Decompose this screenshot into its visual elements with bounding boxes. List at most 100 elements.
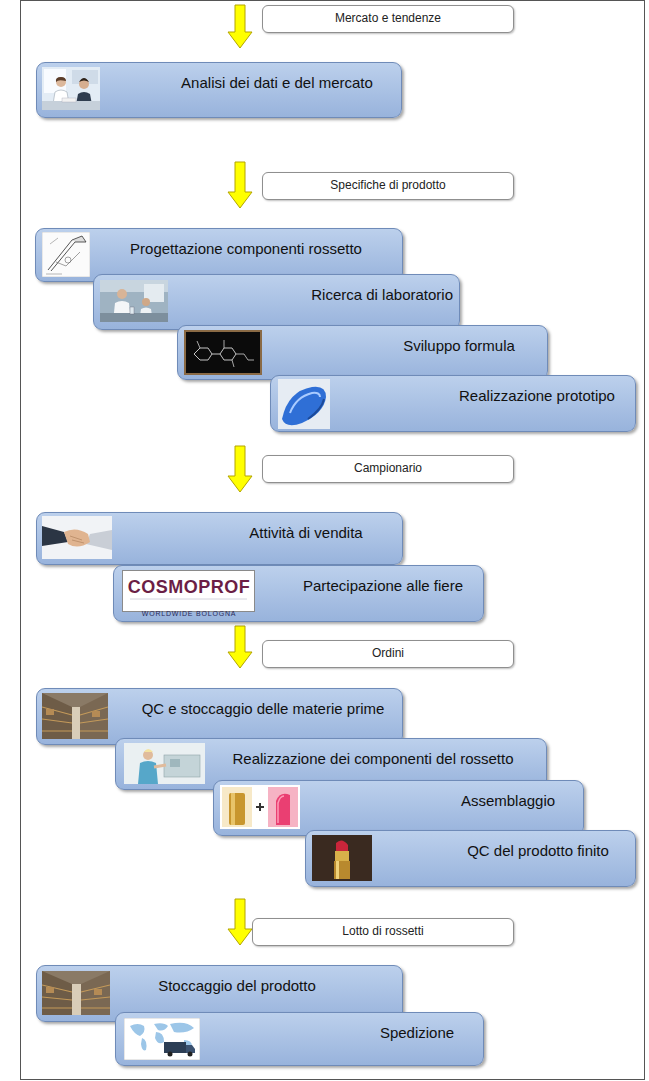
text-holder: Ricerca di laboratorio [311,286,453,304]
process-box: QC del prodotto finito [305,830,636,887]
photo-sketch [42,232,90,277]
process-label: Realizzazione dei componenti del rossett… [233,750,514,767]
logo-text: WORLDWIDE BOLOGNA [142,610,237,618]
illustration-part [222,787,252,827]
illustration-part [72,984,81,1015]
process-box: QC e stoccaggio delle materie prime [36,688,403,745]
flow-arrow [228,162,252,208]
illustration-part [142,298,150,306]
illustration-part [56,77,66,87]
process-label: Sviluppo formula [403,337,515,354]
illustration-part [86,530,112,550]
text-holder: Realizzazione dei componenti del rossett… [233,750,514,768]
logo-text: COSMOPROF [128,577,251,598]
illustration-part [164,755,200,777]
process-label: QC del prodotto finito [467,842,609,859]
illustration-part [117,289,127,299]
process-label: Attività di vendita [249,524,362,541]
illustration-part [80,693,108,739]
photo-warehouse [42,693,108,739]
illustration-part [268,787,298,827]
illustration-part [170,759,180,767]
illustration-part [138,761,158,784]
illustration-part [312,835,372,881]
illustration-part [122,570,254,611]
flow-arrow [228,5,252,48]
process-label: Spedizione [380,1024,454,1041]
process-box: Spedizione [115,1012,484,1066]
process-box: Sviluppo formula [177,325,548,380]
illustration-part [46,238,62,274]
illustration-part [130,598,247,599]
process-box: Attività di vendita [36,512,403,565]
illustration-part [46,709,54,715]
illustration-part [130,307,134,314]
photo-warehouse [42,971,110,1015]
illustration-part [231,793,235,825]
flow-label: Specifiche di prodotto [330,179,445,193]
flow-arrow [228,626,252,668]
page-frame [21,1,645,1080]
flow-label-box: Specifiche di prodotto [262,172,514,200]
flow-arrow [228,899,252,945]
illustration-part [100,313,168,322]
text-holder: Attività di vendita [249,524,362,542]
illustration-part [278,796,284,823]
illustration-part [185,331,261,374]
text-holder: Stoccaggio del prodotto [158,977,316,995]
molecule-picture [184,330,262,375]
illustration-part [42,707,108,731]
illustration-part [220,785,300,829]
photo-prototype [278,379,330,429]
illustration-part [79,79,89,89]
illustration-part [194,348,212,360]
illustration-part [278,379,330,429]
illustration-part [290,392,320,412]
illustration-part [100,280,168,322]
flow-label: Mercato e tendenze [335,12,441,26]
process-box: Realizzazione prototipo [270,375,636,432]
text-holder: Realizzazione prototipo [459,387,615,405]
process-label: Partecipazione alle fiere [303,577,463,594]
illustration-part [42,985,110,1008]
photo-handshake [42,516,112,559]
text-holder: WORLDWIDE BOLOGNA [142,602,237,620]
illustration-part [42,971,110,1015]
illustration-part [256,803,264,811]
illustration-part [79,78,89,82]
illustration-part [56,252,80,266]
illustration-part [62,98,76,102]
illustration-part [72,236,86,242]
illustration-part [143,750,153,760]
text-holder: Analisi dei dati e del mercato [181,74,373,92]
text-holder: COSMOPROF [128,577,251,598]
illustration-part [187,1051,192,1056]
illustration-part [70,536,84,543]
process-label: Ricerca di laboratorio [311,286,453,303]
illustration-part [64,529,90,546]
text-holder: Spedizione [380,1024,454,1042]
text-holder: QC del prodotto finito [467,842,609,860]
process-box: Analisi dei dati e del mercato [36,62,402,118]
illustration-part [42,526,68,546]
flow-label-box: Campionario [262,455,514,483]
illustration-part [282,386,326,425]
illustration-part [42,101,100,110]
photo-laboratory [100,280,168,322]
process-label: Stoccaggio del prodotto [158,977,316,994]
illustration-part [334,861,350,879]
process-box: Assemblaggio [213,780,584,836]
illustration-part [308,399,324,419]
illustration-part [42,693,72,739]
illustration-part [229,793,245,825]
illustration-part [42,232,90,277]
illustration-part [46,987,54,993]
text-holder: Assemblaggio [461,792,555,810]
flow-arrow [228,446,252,492]
illustration-part [94,989,102,995]
text-holder: Sviluppo formula [403,337,515,355]
illustration-part [124,1018,200,1060]
illustration-part [167,1051,172,1056]
process-label: Progettazione componenti rossetto [130,240,362,257]
flow-label: Lotto di rossetti [342,925,423,939]
